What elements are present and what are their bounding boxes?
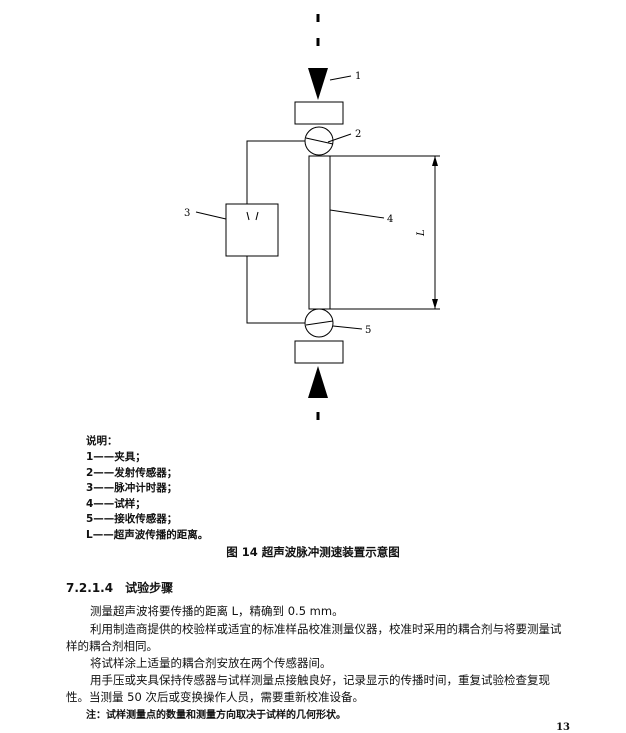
leader-3 <box>195 211 227 220</box>
wire-bottom <box>246 256 305 324</box>
legend-item: 4——试样； <box>86 498 146 510</box>
leader-2 <box>327 133 352 143</box>
upper-clamp <box>294 101 344 125</box>
callout-4: 4 <box>387 214 393 225</box>
lower-clamp <box>294 340 344 364</box>
dimension-label-L: L <box>416 229 427 237</box>
leader-1 <box>329 75 352 81</box>
section-heading: 7.2.1.4 试验步骤 <box>66 579 173 596</box>
leader-5 <box>332 325 363 330</box>
top-load-arrow <box>308 68 328 100</box>
legend-title: 说明： <box>86 435 118 447</box>
callout-2: 2 <box>355 129 361 140</box>
specimen <box>308 155 331 310</box>
paragraph: 将试样涂上适量的耦合剂安放在两个传感器间。 <box>90 656 332 670</box>
wire-top <box>246 140 305 204</box>
legend-item: 2——发射传感器； <box>86 467 178 479</box>
paragraph: 用手压或夹具保持传感器与试样测量点接触良好，记录显示的传播时间，重复试验检查复现… <box>66 673 550 704</box>
note: 注：试样测量点的数量和测量方向取决于试样的几何形状。 <box>86 710 346 721</box>
paragraph: 测量超声波将要传播的距离 L，精确到 0.5 mm。 <box>90 604 344 618</box>
legend-item: L——超声波传播的距离。 <box>86 529 209 541</box>
legend-item: 1——夹具； <box>86 451 146 463</box>
ultrasonic-pulse-velocity-diagram: 1 2 3 4 5 L <box>184 14 440 420</box>
callout-3: 3 <box>184 208 190 219</box>
callout-5: 5 <box>365 325 371 336</box>
callout-1: 1 <box>355 71 361 82</box>
pulse-timer <box>225 203 279 257</box>
section-title: 试验步骤 <box>125 581 174 595</box>
section-number: 7.2.1.4 <box>66 581 114 595</box>
bottom-load-arrow <box>308 366 328 398</box>
figure-caption: 图 14 超声波脉冲测速装置示意图 <box>226 545 400 559</box>
legend-item: 5——接收传感器； <box>86 513 178 525</box>
page-number: 13 <box>556 722 570 733</box>
leader-4 <box>329 209 385 219</box>
legend-item: 3——脉冲计时器； <box>86 482 178 494</box>
paragraph: 利用制造商提供的校验样或适宜的标准样品校准测量仪器，校准时采用的耦合剂与将要测量… <box>66 622 562 653</box>
